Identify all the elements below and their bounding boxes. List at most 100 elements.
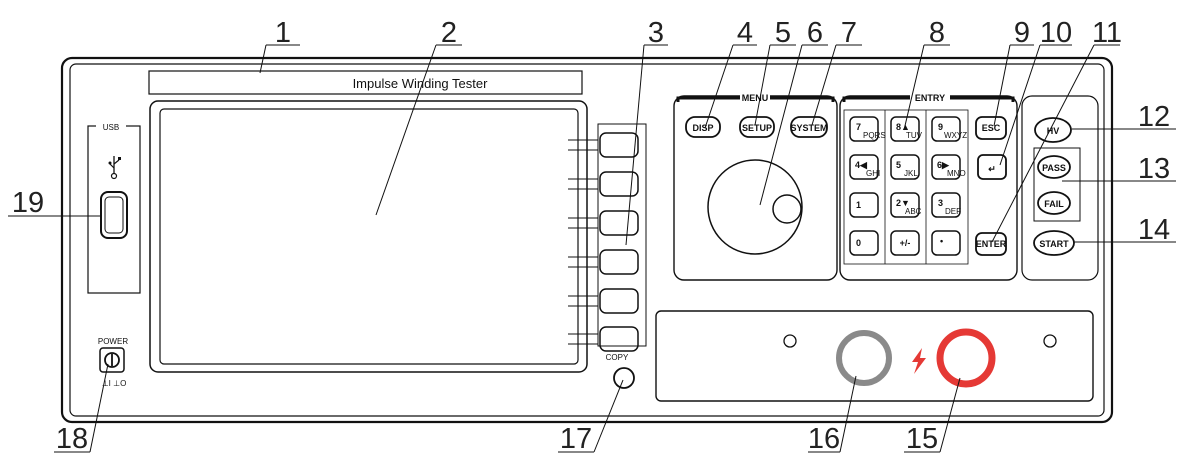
keypad bbox=[843, 109, 969, 265]
svg-text:SYSTEM: SYSTEM bbox=[790, 123, 827, 133]
key-6[interactable]: 6▶ MNO bbox=[931, 154, 966, 180]
fail-indicator: FAIL bbox=[1037, 191, 1071, 215]
svg-text:2▼: 2▼ bbox=[896, 198, 910, 208]
svg-text:MNO: MNO bbox=[947, 169, 966, 178]
mounting-hole-right bbox=[1043, 334, 1057, 348]
key-decimal-point[interactable]: • bbox=[931, 230, 961, 256]
svg-text:JKL: JKL bbox=[904, 169, 918, 178]
soft-key-6[interactable] bbox=[568, 326, 639, 352]
title-bar: Impulse Winding Tester bbox=[148, 70, 583, 95]
hv-button[interactable]: HV bbox=[1034, 117, 1072, 143]
svg-text:ENTER: ENTER bbox=[976, 239, 1007, 249]
start-button[interactable]: START bbox=[1033, 230, 1075, 256]
svg-text:8▲: 8▲ bbox=[896, 122, 910, 132]
mounting-hole-left bbox=[783, 334, 797, 348]
callout-5: 5 bbox=[775, 17, 791, 49]
soft-key-2[interactable] bbox=[568, 171, 639, 197]
menu-section: MENU DISP SETUP SYSTEM bbox=[673, 92, 838, 281]
svg-text:PQRS: PQRS bbox=[863, 131, 886, 140]
svg-text:0: 0 bbox=[856, 238, 861, 248]
power-label: POWER bbox=[98, 337, 128, 346]
svg-text:PASS: PASS bbox=[1042, 163, 1066, 173]
callout-19: 19 bbox=[12, 187, 44, 219]
svg-text:+/-: +/- bbox=[900, 238, 911, 248]
soft-key-5[interactable] bbox=[568, 288, 639, 314]
panel-title: Impulse Winding Tester bbox=[353, 76, 489, 91]
backspace-button[interactable]: ↵ bbox=[977, 154, 1007, 180]
key-4[interactable]: 4◀ GHI bbox=[849, 154, 880, 180]
svg-text:DEF: DEF bbox=[945, 207, 961, 216]
copy-label: COPY bbox=[606, 353, 629, 362]
key-0[interactable]: 0 bbox=[849, 230, 879, 256]
key-2[interactable]: 2▼ ABC bbox=[890, 192, 922, 218]
chassis bbox=[60, 56, 1114, 424]
svg-text:FAIL: FAIL bbox=[1044, 199, 1064, 209]
menu-label: MENU bbox=[742, 93, 769, 103]
power-state-label: ⊥I ⊥O bbox=[102, 379, 127, 388]
power-switch[interactable]: POWER ⊥I ⊥O bbox=[98, 337, 128, 388]
callout-15: 15 bbox=[906, 423, 938, 455]
high-voltage-terminal[interactable] bbox=[936, 328, 996, 388]
callout-9: 9 bbox=[1014, 17, 1030, 49]
callout-2: 2 bbox=[441, 17, 457, 49]
svg-text:•: • bbox=[940, 236, 943, 246]
esc-button[interactable]: ESC bbox=[975, 116, 1007, 140]
disp-button[interactable]: DISP bbox=[685, 116, 721, 138]
setup-button[interactable]: SETUP bbox=[739, 116, 775, 138]
callout-11: 11 bbox=[1092, 17, 1122, 49]
svg-text:6▶: 6▶ bbox=[937, 160, 950, 170]
svg-text:DISP: DISP bbox=[692, 123, 713, 133]
key-8[interactable]: 8▲ TUV bbox=[890, 116, 923, 142]
callout-14: 14 bbox=[1138, 214, 1170, 246]
terminal-panel bbox=[655, 310, 1094, 402]
callout-8: 8 bbox=[929, 17, 945, 49]
key-9[interactable]: 9 WXYZ bbox=[931, 116, 967, 142]
enter-button[interactable]: ENTER bbox=[975, 232, 1007, 256]
usb-port[interactable] bbox=[100, 191, 128, 239]
leader-lines bbox=[8, 44, 1176, 453]
svg-text:SETUP: SETUP bbox=[742, 123, 772, 133]
svg-text:TUV: TUV bbox=[906, 131, 923, 140]
svg-text:5: 5 bbox=[896, 160, 901, 170]
soft-key-3[interactable] bbox=[568, 210, 639, 236]
return-arrow-icon: ↵ bbox=[988, 164, 996, 174]
svg-text:WXYZ: WXYZ bbox=[944, 131, 967, 140]
svg-text:ESC: ESC bbox=[982, 123, 1001, 133]
system-button[interactable]: SYSTEM bbox=[790, 116, 828, 138]
usb-label: USB bbox=[103, 123, 119, 132]
svg-text:3: 3 bbox=[938, 198, 943, 208]
svg-text:ABC: ABC bbox=[905, 207, 922, 216]
callout-13: 13 bbox=[1138, 153, 1170, 185]
svg-text:1: 1 bbox=[856, 200, 861, 210]
svg-text:GHI: GHI bbox=[866, 169, 880, 178]
callout-10: 10 bbox=[1040, 17, 1072, 49]
key-1[interactable]: 1 bbox=[849, 192, 879, 218]
callout-12: 12 bbox=[1138, 101, 1170, 133]
rotary-knob[interactable] bbox=[707, 159, 803, 255]
svg-text:4◀: 4◀ bbox=[855, 160, 868, 170]
callout-1: 1 bbox=[275, 17, 291, 49]
key-3[interactable]: 3 DEF bbox=[931, 192, 961, 218]
callout-3: 3 bbox=[648, 17, 664, 49]
lcd-screen bbox=[149, 100, 588, 373]
key-7[interactable]: 7 PQRS bbox=[849, 116, 886, 142]
pass-indicator: PASS bbox=[1037, 155, 1071, 179]
callout-4: 4 bbox=[737, 17, 753, 49]
soft-key-1[interactable] bbox=[568, 132, 639, 158]
high-voltage-bolt-icon bbox=[912, 348, 926, 374]
callout-6: 6 bbox=[807, 17, 823, 49]
entry-section: ENTRY 7 PQRS 8▲ TUV 9 WXYZ 4◀ GHI bbox=[839, 92, 1018, 281]
svg-text:START: START bbox=[1039, 239, 1069, 249]
callout-17: 17 bbox=[560, 423, 592, 455]
entry-label: ENTRY bbox=[915, 93, 945, 103]
soft-key-4[interactable] bbox=[568, 249, 639, 275]
key-plus-minus[interactable]: +/- bbox=[890, 230, 920, 256]
soft-keys[interactable] bbox=[568, 123, 647, 352]
copy-button[interactable]: COPY bbox=[606, 353, 635, 389]
usb-icon bbox=[108, 156, 121, 180]
ground-terminal[interactable] bbox=[836, 330, 892, 386]
svg-text:HV: HV bbox=[1047, 126, 1060, 136]
callout-7: 7 bbox=[841, 17, 857, 49]
key-5[interactable]: 5 JKL bbox=[890, 154, 920, 180]
